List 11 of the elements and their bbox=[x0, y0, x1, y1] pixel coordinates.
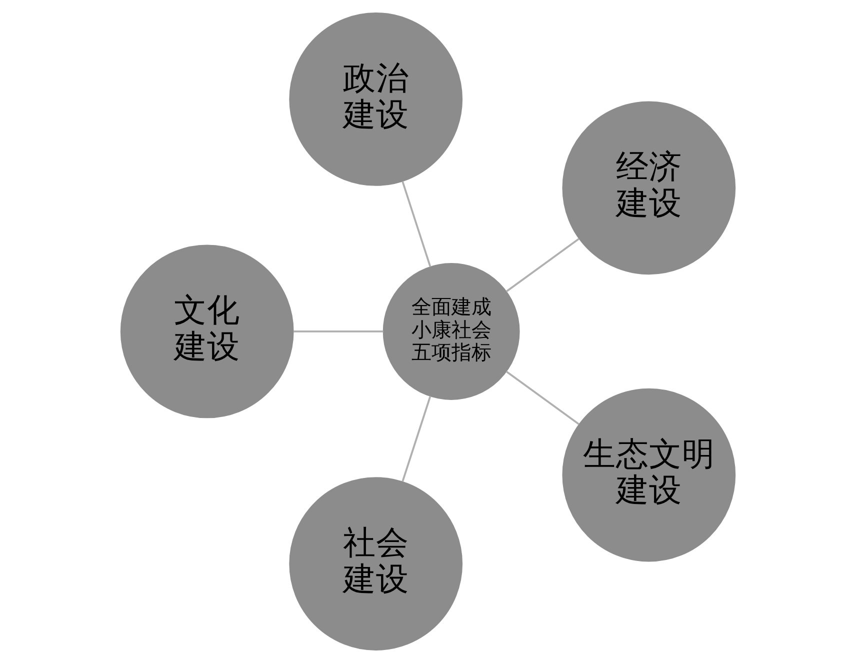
connector bbox=[294, 330, 384, 332]
node-circle: 政治建设 bbox=[289, 12, 463, 186]
connector bbox=[506, 238, 580, 292]
node-circle: 文化建设 bbox=[120, 244, 294, 418]
connector bbox=[402, 396, 432, 482]
node-circle: 生态文明建设 bbox=[562, 388, 736, 562]
connector bbox=[402, 181, 432, 268]
node-circle: 全面建成小康社会五项指标 bbox=[382, 263, 520, 400]
connector bbox=[506, 370, 580, 426]
node-circle: 社会建设 bbox=[289, 477, 463, 650]
node-circle: 经济建设 bbox=[562, 101, 736, 275]
